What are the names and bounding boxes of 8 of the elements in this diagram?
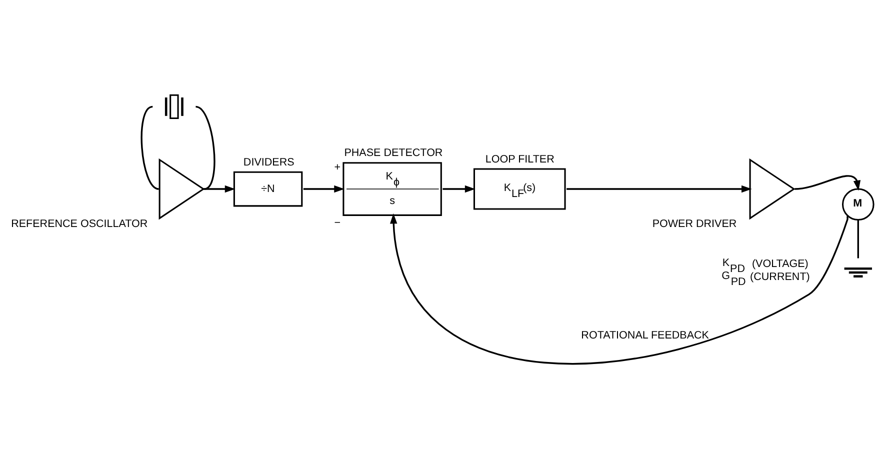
node-label: POWER DRIVER xyxy=(652,217,737,230)
node-label: + xyxy=(334,161,341,174)
node-label: LOOP FILTER xyxy=(485,152,554,165)
node-label: REFERENCE OSCILLATOR xyxy=(11,217,148,230)
node-label: DIVIDERS xyxy=(243,156,294,168)
node-label: − xyxy=(334,216,341,229)
edge-label: ROTATIONAL FEEDBACK xyxy=(581,328,709,341)
node-label: PHASE DETECTOR xyxy=(344,146,443,159)
